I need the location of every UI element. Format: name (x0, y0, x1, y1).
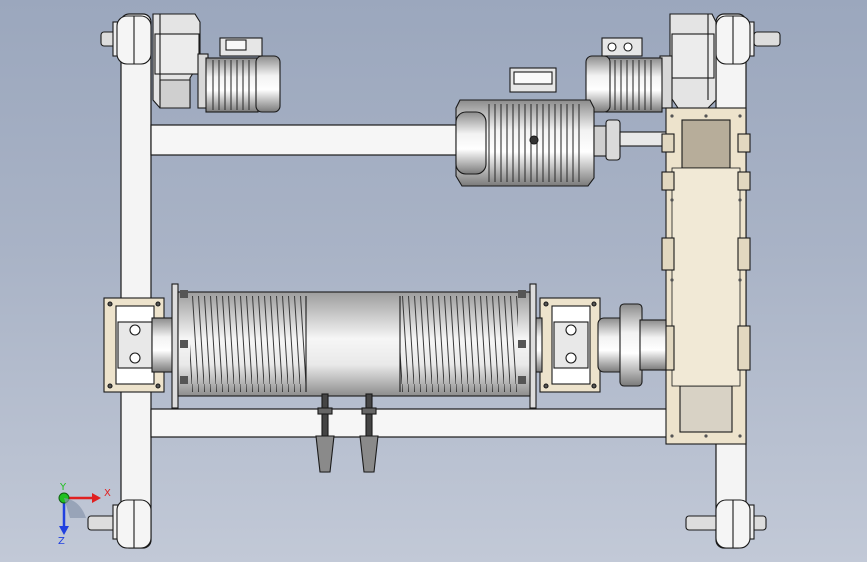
triad-x-label: X (104, 488, 111, 499)
bearing-block-right (527, 297, 601, 393)
rope-drum (171, 283, 537, 409)
frame-left-post (120, 13, 152, 549)
wheel-bottom-right (685, 499, 767, 549)
drum-coupling (597, 303, 667, 387)
coordinate-triad[interactable]: X Y Z (58, 482, 111, 547)
triad-z-label: Z (58, 536, 65, 547)
hoist-motor (455, 67, 669, 187)
frame-upper-beam (150, 124, 462, 156)
motor-fins-left (212, 60, 252, 110)
bearing-block-left (103, 297, 175, 393)
wheel-bottom-left (87, 499, 152, 549)
frame-lower-beam (150, 408, 671, 438)
wheel-top-right (715, 15, 781, 65)
travel-drive-right (585, 13, 717, 113)
rope-pulleys (315, 393, 379, 473)
triad-y-label: Y (59, 482, 67, 493)
travel-drive-left (152, 13, 281, 113)
hoist-gearbox-plate (661, 107, 751, 445)
wheel-top-left (100, 15, 152, 65)
